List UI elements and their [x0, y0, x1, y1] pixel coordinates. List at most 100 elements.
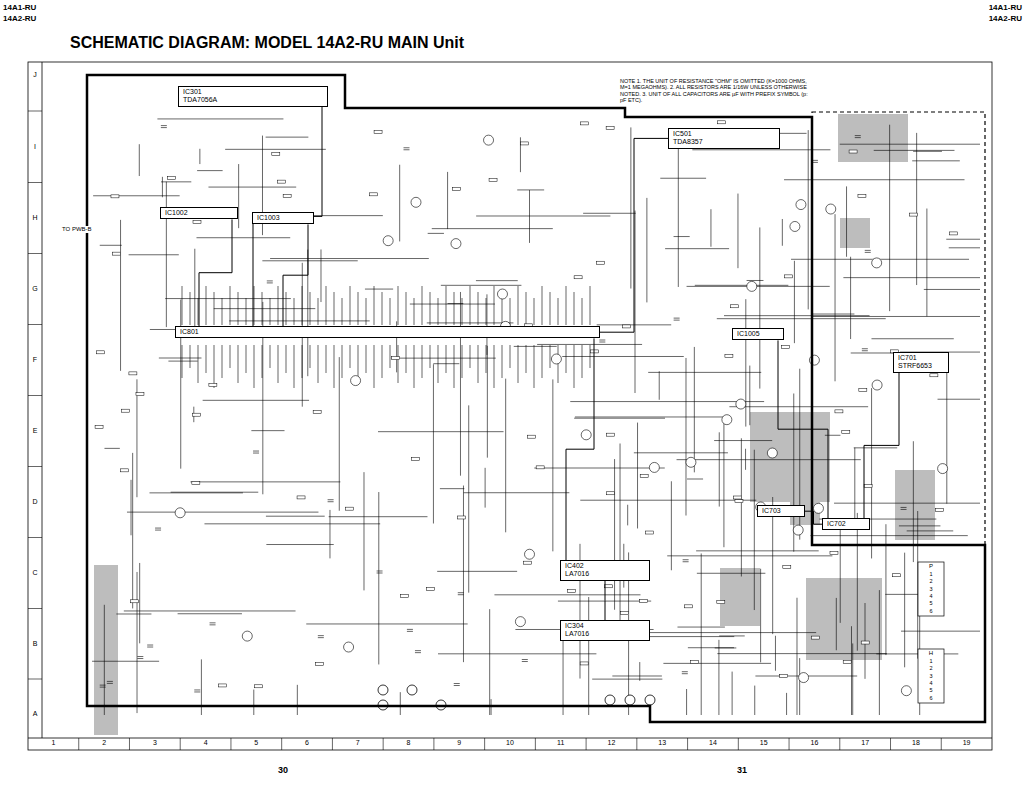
wire [476, 280, 518, 281]
pin-wire [582, 298, 583, 325]
wire [686, 689, 687, 715]
ic-name: IC703 [762, 507, 800, 515]
capacitor-symbol [377, 571, 383, 573]
wire-connector [199, 219, 232, 326]
transistor-symbol [799, 673, 809, 683]
wire [203, 400, 309, 401]
connector-pin: 1 [929, 571, 932, 577]
pin-wire [286, 292, 287, 325]
capacitor-symbol [674, 318, 680, 320]
wire [701, 553, 702, 715]
jack-symbol [645, 695, 655, 705]
grid-column-number: 14 [709, 739, 717, 747]
connector-pin: 3 [929, 586, 932, 592]
resistor-symbol [646, 531, 654, 534]
grid-divider [28, 608, 42, 609]
pin-wire [366, 298, 367, 325]
resistor-symbol [892, 574, 900, 577]
ic-name: IC402 [565, 562, 645, 570]
wire [737, 194, 738, 269]
wire [131, 480, 132, 535]
wire [253, 690, 254, 715]
model-header: 14A1-RU [989, 3, 1022, 12]
grid-divider [789, 738, 790, 750]
resistor-symbol [606, 433, 614, 436]
wire [432, 228, 553, 229]
resistor-symbol [315, 663, 323, 666]
pin-wire [438, 298, 439, 325]
capacitor-symbol [599, 340, 605, 342]
pin-wire [382, 345, 383, 378]
resistor-symbol [426, 587, 434, 590]
pin-wire [262, 345, 263, 378]
wire [378, 492, 379, 664]
wire [583, 213, 636, 214]
transistor-symbol [497, 289, 507, 299]
resistor-symbol [781, 345, 789, 348]
resistor-symbol [604, 585, 612, 588]
pin-wire [302, 286, 303, 325]
grid-column-number: 9 [457, 739, 461, 747]
connector-table [918, 649, 944, 703]
wire [620, 443, 621, 627]
resistor-symbol [859, 388, 867, 391]
wire [660, 178, 706, 179]
capacitor-symbol [253, 451, 259, 453]
grid-row-letter: G [32, 285, 37, 293]
wire [100, 245, 122, 246]
connector-pin: 1 [929, 658, 932, 664]
wire [717, 653, 886, 654]
ic-type: LA7016 [565, 570, 645, 578]
wire [674, 236, 690, 237]
pin-wire [222, 298, 223, 325]
transistor-symbol [938, 464, 948, 474]
capacitor-symbol [100, 685, 106, 687]
ic-box: IC501TDA8357 [668, 128, 780, 149]
pin-wire [510, 345, 511, 368]
resistor-symbol [524, 561, 532, 564]
wire-connector [605, 581, 606, 620]
transistor-symbol [411, 197, 421, 207]
grid-column-number: 11 [557, 739, 564, 747]
resistor-symbol [527, 435, 535, 438]
connector-pin: 5 [929, 687, 932, 693]
resistor-symbol [412, 458, 420, 461]
wire [180, 300, 181, 469]
shaded-area [840, 218, 870, 248]
wire [808, 130, 809, 309]
wire [834, 503, 980, 504]
wire [671, 481, 672, 570]
diagram-title: SCHEMATIC DIAGRAM: MODEL 14A2-RU MAIN Un… [70, 34, 464, 52]
pin-wire [518, 286, 519, 325]
wire [132, 453, 133, 609]
resistor-symbol [950, 232, 958, 235]
grid-divider [78, 738, 79, 750]
wire [159, 358, 202, 359]
wire [719, 635, 745, 636]
resistor-symbol [168, 177, 176, 180]
connector-pin: H [929, 650, 933, 657]
wire [534, 468, 664, 469]
ic-type: STRF6653 [898, 362, 944, 370]
capacitor-symbol [901, 507, 907, 509]
wire [786, 693, 787, 715]
pin-wire [422, 345, 423, 378]
ic-name: IC801 [180, 328, 595, 336]
pin-wire [310, 292, 311, 325]
resistor-symbol [606, 492, 614, 495]
pin-wire [566, 286, 567, 325]
resistor-symbol [623, 325, 631, 328]
transistor-symbol [484, 135, 494, 145]
pin-wire [470, 286, 471, 325]
wire [812, 314, 854, 315]
grid-column-number: 12 [608, 739, 616, 747]
grid-column-number: 4 [204, 739, 208, 747]
wire [692, 149, 830, 150]
wire [796, 598, 797, 715]
resistor-symbol [842, 431, 850, 434]
wire [139, 144, 140, 176]
wire [646, 198, 647, 303]
wire [747, 280, 764, 281]
